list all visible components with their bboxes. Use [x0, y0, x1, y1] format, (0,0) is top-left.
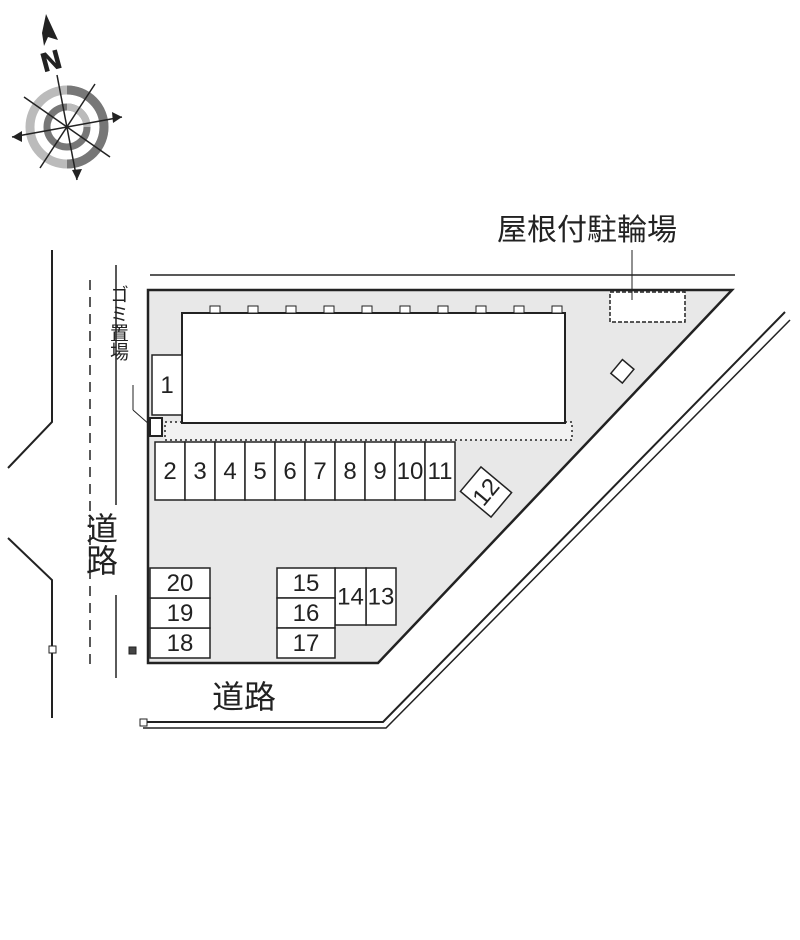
- parking-slot: 3: [184, 441, 216, 501]
- garbage-area-box: [149, 417, 163, 437]
- parking-slot: 20: [149, 567, 211, 599]
- parking-slot-number: 4: [223, 458, 236, 485]
- parking-slot-number: 11: [428, 458, 453, 485]
- north-label: N: [37, 45, 66, 80]
- parking-slot-number: 3: [193, 458, 206, 485]
- balcony-marker: [361, 305, 373, 314]
- parking-slot-number: 7: [313, 458, 326, 485]
- parking-slot-number: 8: [343, 458, 356, 485]
- parking-slot: 13: [365, 567, 397, 626]
- balcony-marker: [475, 305, 487, 314]
- walkway: [164, 421, 573, 441]
- balcony-markers: [209, 305, 563, 314]
- road-bottom-label: 道路: [212, 678, 276, 716]
- parking-slot-number: 2: [163, 458, 176, 485]
- parking-slot: 17: [276, 627, 336, 659]
- roads: [7, 250, 791, 729]
- meter-box: [609, 358, 635, 385]
- parking-slot-number: 19: [167, 600, 194, 627]
- road-left-label: 道路: [81, 512, 119, 576]
- parking-slot: 11: [424, 441, 456, 501]
- parking-slot: 15: [276, 567, 336, 599]
- parking-slot: 18: [149, 627, 211, 659]
- parking-slot: 19: [149, 597, 211, 629]
- balcony-marker: [513, 305, 525, 314]
- parking-slot: 10: [394, 441, 426, 501]
- building: [181, 312, 566, 424]
- balcony-marker: [323, 305, 335, 314]
- parking-slot: 1: [151, 354, 183, 416]
- garbage-area-label: ゴミ置場: [107, 285, 129, 362]
- parking-slot: 6: [274, 441, 306, 501]
- compass-icon: N: [11, 14, 123, 181]
- parking-slot-number: 6: [283, 458, 296, 485]
- parking-slot-number: 18: [167, 630, 194, 657]
- parking-slot-number: 5: [253, 458, 266, 485]
- parking-slot: 5: [244, 441, 276, 501]
- parking-slot-number: 1: [160, 372, 173, 399]
- balcony-marker: [551, 305, 563, 314]
- parking-slot: 2: [154, 441, 186, 501]
- parking-slot-number: 13: [368, 584, 395, 611]
- parking-slot-number: 15: [293, 570, 320, 597]
- parking-slot: 8: [334, 441, 366, 501]
- parking-slot-number: 10: [397, 458, 424, 485]
- parking-slot: 14: [334, 567, 367, 626]
- parking-slot-number: 20: [167, 570, 194, 597]
- balcony-marker: [247, 305, 259, 314]
- bicycle-shelter-label: 屋根付駐輪場: [497, 213, 677, 248]
- parking-slot: 9: [364, 441, 396, 501]
- balcony-marker: [209, 305, 221, 314]
- parking-slot-number: 16: [293, 600, 320, 627]
- parking-slot-number: 9: [373, 458, 386, 485]
- parking-slot: 4: [214, 441, 246, 501]
- balcony-marker: [437, 305, 449, 314]
- parking-slot: 16: [276, 597, 336, 629]
- balcony-marker: [399, 305, 411, 314]
- parking-slot-number: 17: [293, 630, 320, 657]
- balcony-marker: [285, 305, 297, 314]
- bicycle-shelter: [609, 250, 686, 323]
- parking-slot: 7: [304, 441, 336, 501]
- parking-slot-number: 14: [337, 584, 364, 611]
